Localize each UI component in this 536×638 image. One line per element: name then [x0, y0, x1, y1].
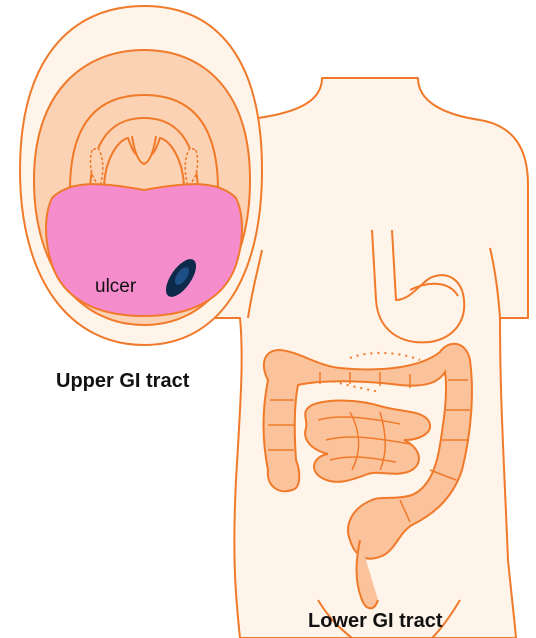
tongue — [46, 184, 242, 316]
upper-gi-label: Upper GI tract — [56, 370, 189, 393]
lower-gi-label: Lower GI tract — [308, 610, 442, 633]
ulcer-label: ulcer — [95, 276, 137, 297]
mouth: ulcer — [20, 6, 262, 345]
